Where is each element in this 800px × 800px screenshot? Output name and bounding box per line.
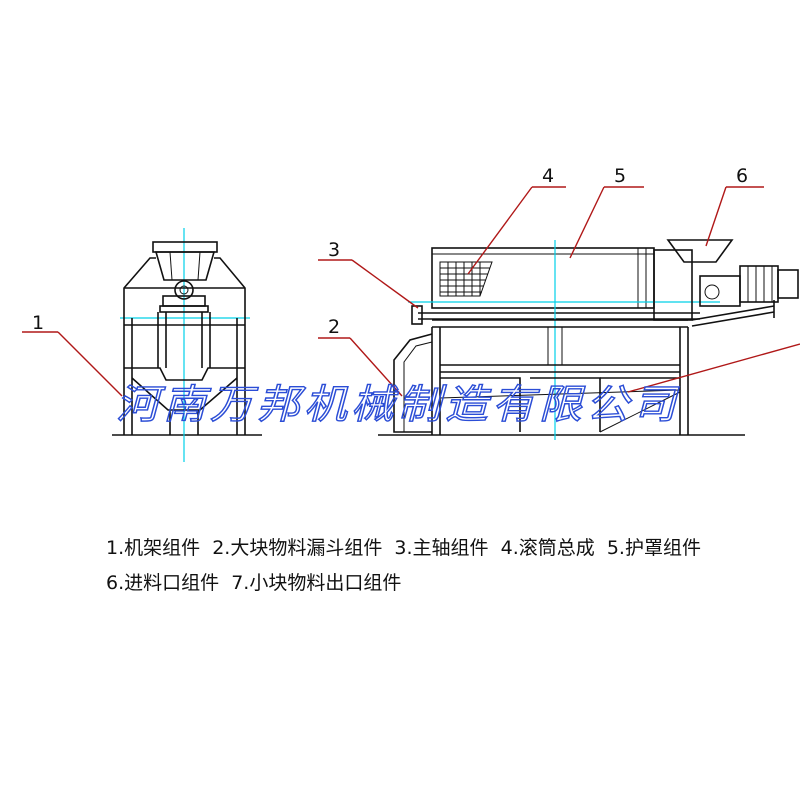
parts-legend-line-1: 1.机架组件 2.大块物料漏斗组件 3.主轴组件 4.滚筒总成 5.护罩组件	[106, 537, 701, 559]
callout-5: 5	[614, 165, 626, 187]
callout-4: 4	[542, 165, 554, 187]
side-view: 2 3 4 5 6	[318, 165, 800, 440]
screen-mesh	[439, 261, 493, 297]
company-watermark: 河南万邦机械制造有限公司	[116, 382, 680, 428]
parts-legend-line-2: 6.进料口组件 7.小块物料出口组件	[106, 572, 402, 594]
end-view: 1	[22, 228, 262, 462]
callout-1: 1	[32, 312, 44, 334]
drive-motor	[699, 265, 799, 307]
callout-2: 2	[328, 316, 340, 338]
callout-3: 3	[328, 239, 340, 261]
callout-6: 6	[736, 165, 748, 187]
